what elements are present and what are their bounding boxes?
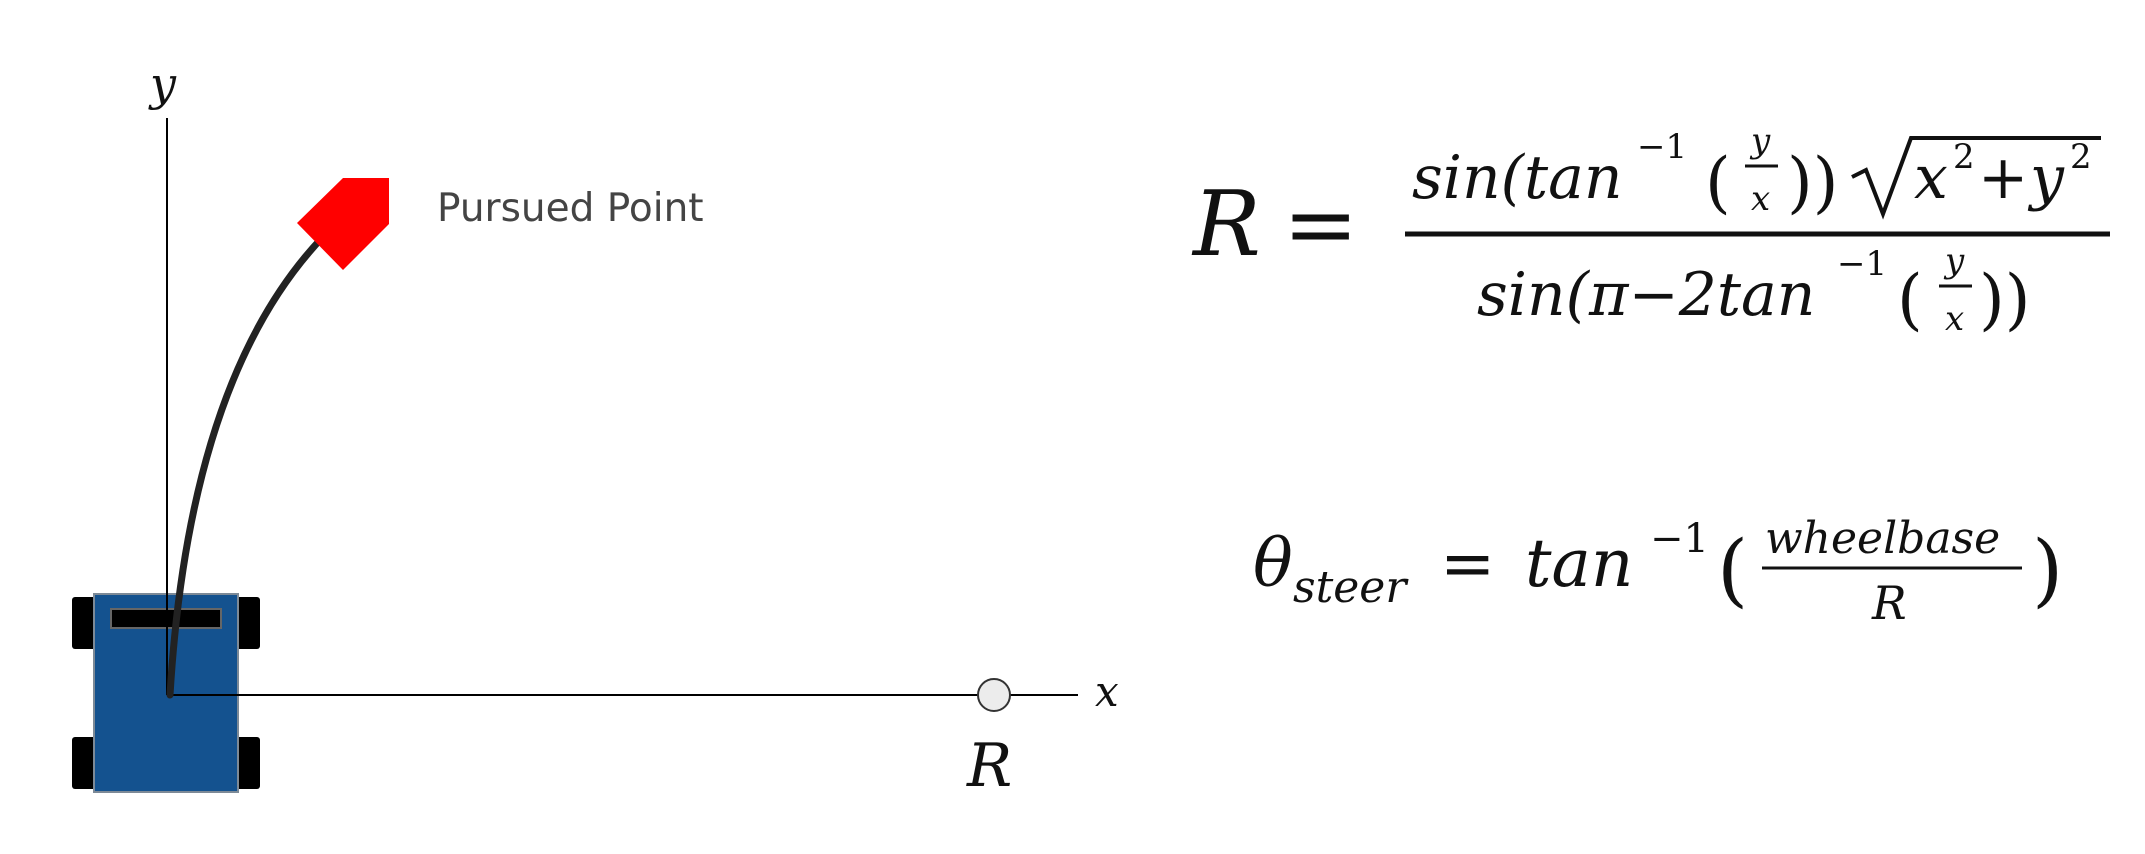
sqrt-x-exp: 2 [1953, 137, 1975, 177]
numerator-paren-open: ( [1705, 144, 1731, 221]
formula-steer: θ steer = tan −1 ( wheelbase R ) [1253, 513, 2063, 630]
denominator-sup: −1 [1837, 244, 1887, 284]
steer-frac-num: wheelbase [1765, 513, 2000, 564]
wheel-front-left [72, 597, 96, 649]
wheel-front-right [236, 597, 260, 649]
numerator-sin: sin(tan [1412, 143, 1623, 213]
numerator-paren-close: )) [1787, 144, 1839, 221]
wheel-rear-left [72, 737, 96, 789]
axes: y x [148, 57, 1119, 716]
radius-marker-label: R [966, 731, 1012, 801]
steer-equals: = [1440, 525, 1495, 602]
numerator-sup: −1 [1637, 127, 1687, 167]
numerator-frac-den: x [1751, 179, 1770, 219]
denominator-frac-num: y [1943, 241, 1965, 281]
steer-paren-open: ( [1717, 523, 1748, 616]
steer-tan: tan [1525, 525, 1633, 602]
formula-radius-equals: = [1283, 172, 1358, 277]
steer-theta: θ [1253, 525, 1293, 602]
steer-paren-close: ) [2032, 523, 2063, 616]
radical-sign [1851, 136, 2101, 220]
steer-subscript: steer [1293, 562, 1409, 613]
steer-frac-den: R [1871, 576, 1907, 630]
numerator-frac-num: y [1749, 121, 1771, 161]
denominator-paren-close: )) [1979, 261, 2031, 338]
sqrt-plus: + [1978, 143, 2028, 213]
denominator-sin: sin(π−2tan [1477, 260, 1815, 330]
y-axis-label: y [148, 57, 177, 111]
sqrt-x: x [1914, 143, 1948, 213]
formula-radius: R = sin(tan −1 ( y x )) x 2 + y 2 sin(π−… [1191, 121, 2110, 339]
sqrt-y: y [2027, 143, 2065, 213]
pursuit-path [166, 218, 342, 699]
formula-radius-lhs: R [1191, 172, 1261, 277]
sqrt-y-exp: 2 [2070, 137, 2092, 177]
pursued-point-arrow-icon [297, 178, 389, 270]
wheel-rear-right [236, 737, 260, 789]
radius-center-marker [977, 678, 1011, 712]
denominator-frac-den: x [1945, 299, 1964, 339]
steer-sup: −1 [1650, 516, 1709, 562]
pursued-point-label: Pursued Point [437, 186, 704, 231]
denominator-paren-open: ( [1897, 261, 1923, 338]
x-axis-label: x [1095, 667, 1119, 716]
